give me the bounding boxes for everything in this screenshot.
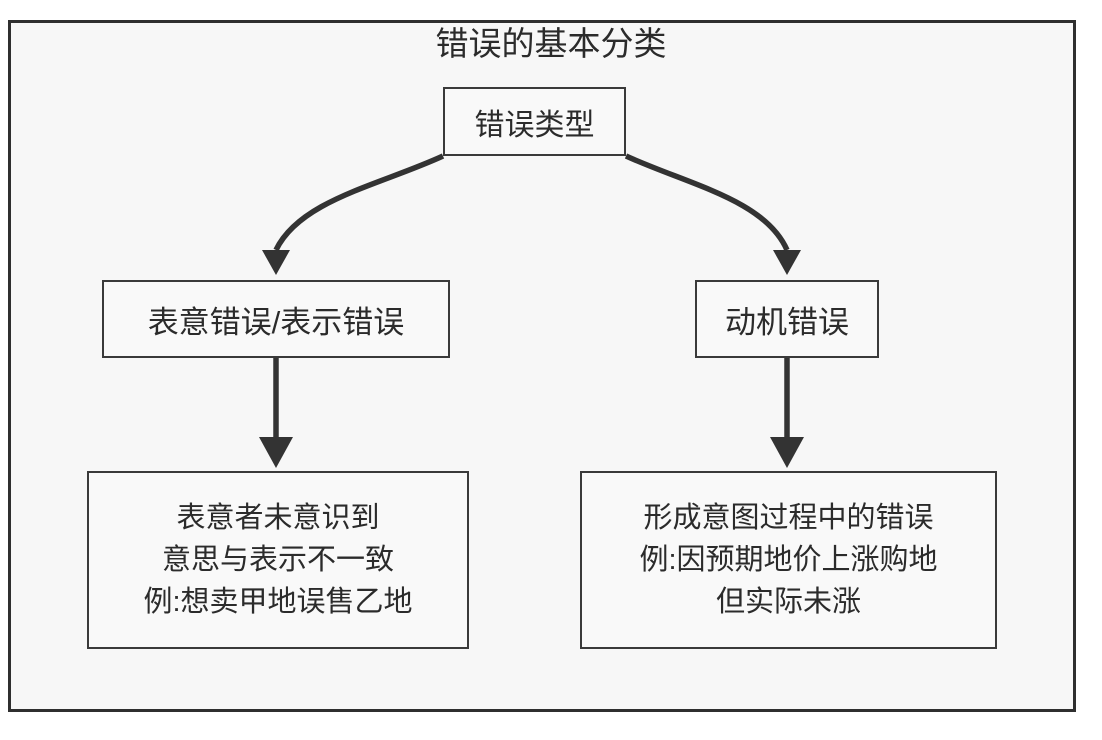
node-motive-error-detail[interactable]: 形成意图过程中的错误 例:因预期地价上涨购地 但实际未涨 <box>580 471 997 649</box>
node-motive-error-detail-line-2: 例:因预期地价上涨购地 <box>639 543 938 576</box>
node-motive-error-detail-line-3: 但实际未涨 <box>715 586 861 619</box>
node-motive-error-label: 动机错误 <box>725 304 849 340</box>
node-expression-error-detail[interactable]: 表意者未意识到 意思与表示不一致 例:想卖甲地误售乙地 <box>87 471 469 649</box>
node-expression-error-label: 表意错误/表示错误 <box>147 304 405 340</box>
node-expression-error-detail-line-2: 意思与表示不一致 <box>161 543 394 576</box>
page-title: 错误的基本分类 <box>435 25 667 62</box>
node-motive-error[interactable]: 动机错误 <box>695 280 879 358</box>
node-expression-error[interactable]: 表意错误/表示错误 <box>102 280 450 358</box>
node-expression-error-detail-line-3: 例:想卖甲地误售乙地 <box>143 586 413 619</box>
node-error-type-label: 错误类型 <box>474 108 595 142</box>
node-expression-error-detail-line-1: 表意者未意识到 <box>176 501 380 534</box>
node-motive-error-detail-line-1: 形成意图过程中的错误 <box>643 501 934 534</box>
node-error-type[interactable]: 错误类型 <box>443 87 626 156</box>
